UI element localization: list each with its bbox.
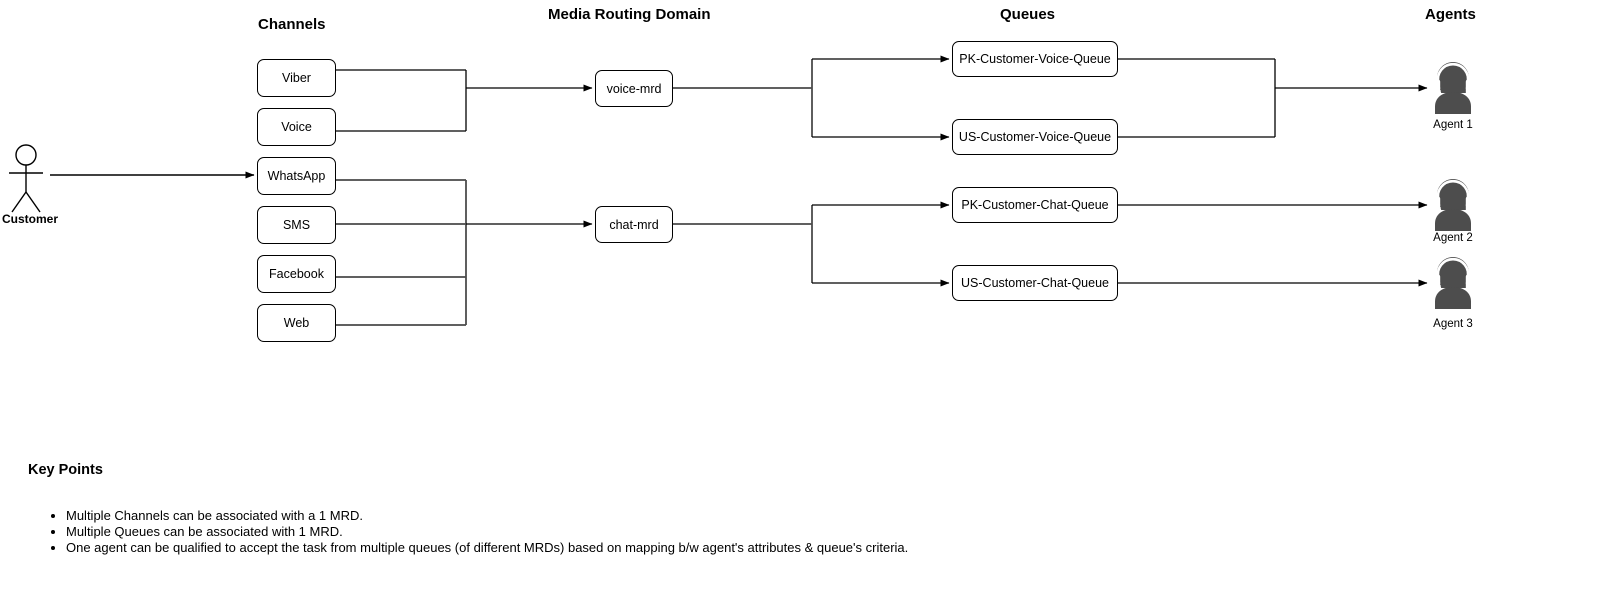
column-header-queues: Queues: [1000, 6, 1056, 23]
channel-box-voice[interactable]: Voice: [257, 108, 336, 146]
key-point-item: Multiple Channels can be associated with…: [66, 508, 908, 524]
edge-chat-channels-bus: [336, 179, 466, 326]
key-point-item: Multiple Queues can be associated with 1…: [66, 524, 908, 540]
customer-stick-figure: [9, 144, 43, 213]
key-point-item: One agent can be qualified to accept the…: [66, 540, 908, 556]
mrd-box-voice-mrd[interactable]: voice-mrd: [595, 70, 673, 107]
channel-box-viber[interactable]: Viber: [257, 59, 336, 97]
column-header-agents: Agents: [1425, 6, 1476, 23]
queue-box-us-customer-chat-queue[interactable]: US-Customer-Chat-Queue: [952, 265, 1118, 301]
column-header-channels: Channels: [258, 16, 326, 33]
channel-box-sms[interactable]: SMS: [257, 206, 336, 244]
channel-box-web[interactable]: Web: [257, 304, 336, 342]
agent-label-1: Agent 1: [1433, 119, 1473, 131]
edge-voice-queues-to-agent1: [1118, 58, 1276, 138]
mrd-box-chat-mrd[interactable]: chat-mrd: [595, 206, 673, 243]
agent-label-2: Agent 2: [1433, 232, 1473, 244]
edge-voice-channels-bus: [336, 69, 467, 132]
agent-icon-2: [1435, 179, 1471, 231]
key-points-list: Multiple Channels can be associated with…: [46, 508, 908, 557]
agent-icon-1: [1435, 62, 1471, 114]
key-points-title: Key Points: [28, 462, 103, 478]
queue-box-us-customer-voice-queue[interactable]: US-Customer-Voice-Queue: [952, 119, 1118, 155]
queue-box-pk-customer-chat-queue[interactable]: PK-Customer-Chat-Queue: [952, 187, 1118, 223]
customer-actor-label: Customer: [2, 212, 59, 226]
agent-label-3: Agent 3: [1433, 318, 1473, 330]
queue-box-pk-customer-voice-queue[interactable]: PK-Customer-Voice-Queue: [952, 41, 1118, 77]
channel-box-facebook[interactable]: Facebook: [257, 255, 336, 293]
column-header-media-routing-domain: Media Routing Domain: [548, 6, 711, 23]
agent-icon-3: [1435, 257, 1471, 309]
channel-box-whatsapp[interactable]: WhatsApp: [257, 157, 336, 195]
